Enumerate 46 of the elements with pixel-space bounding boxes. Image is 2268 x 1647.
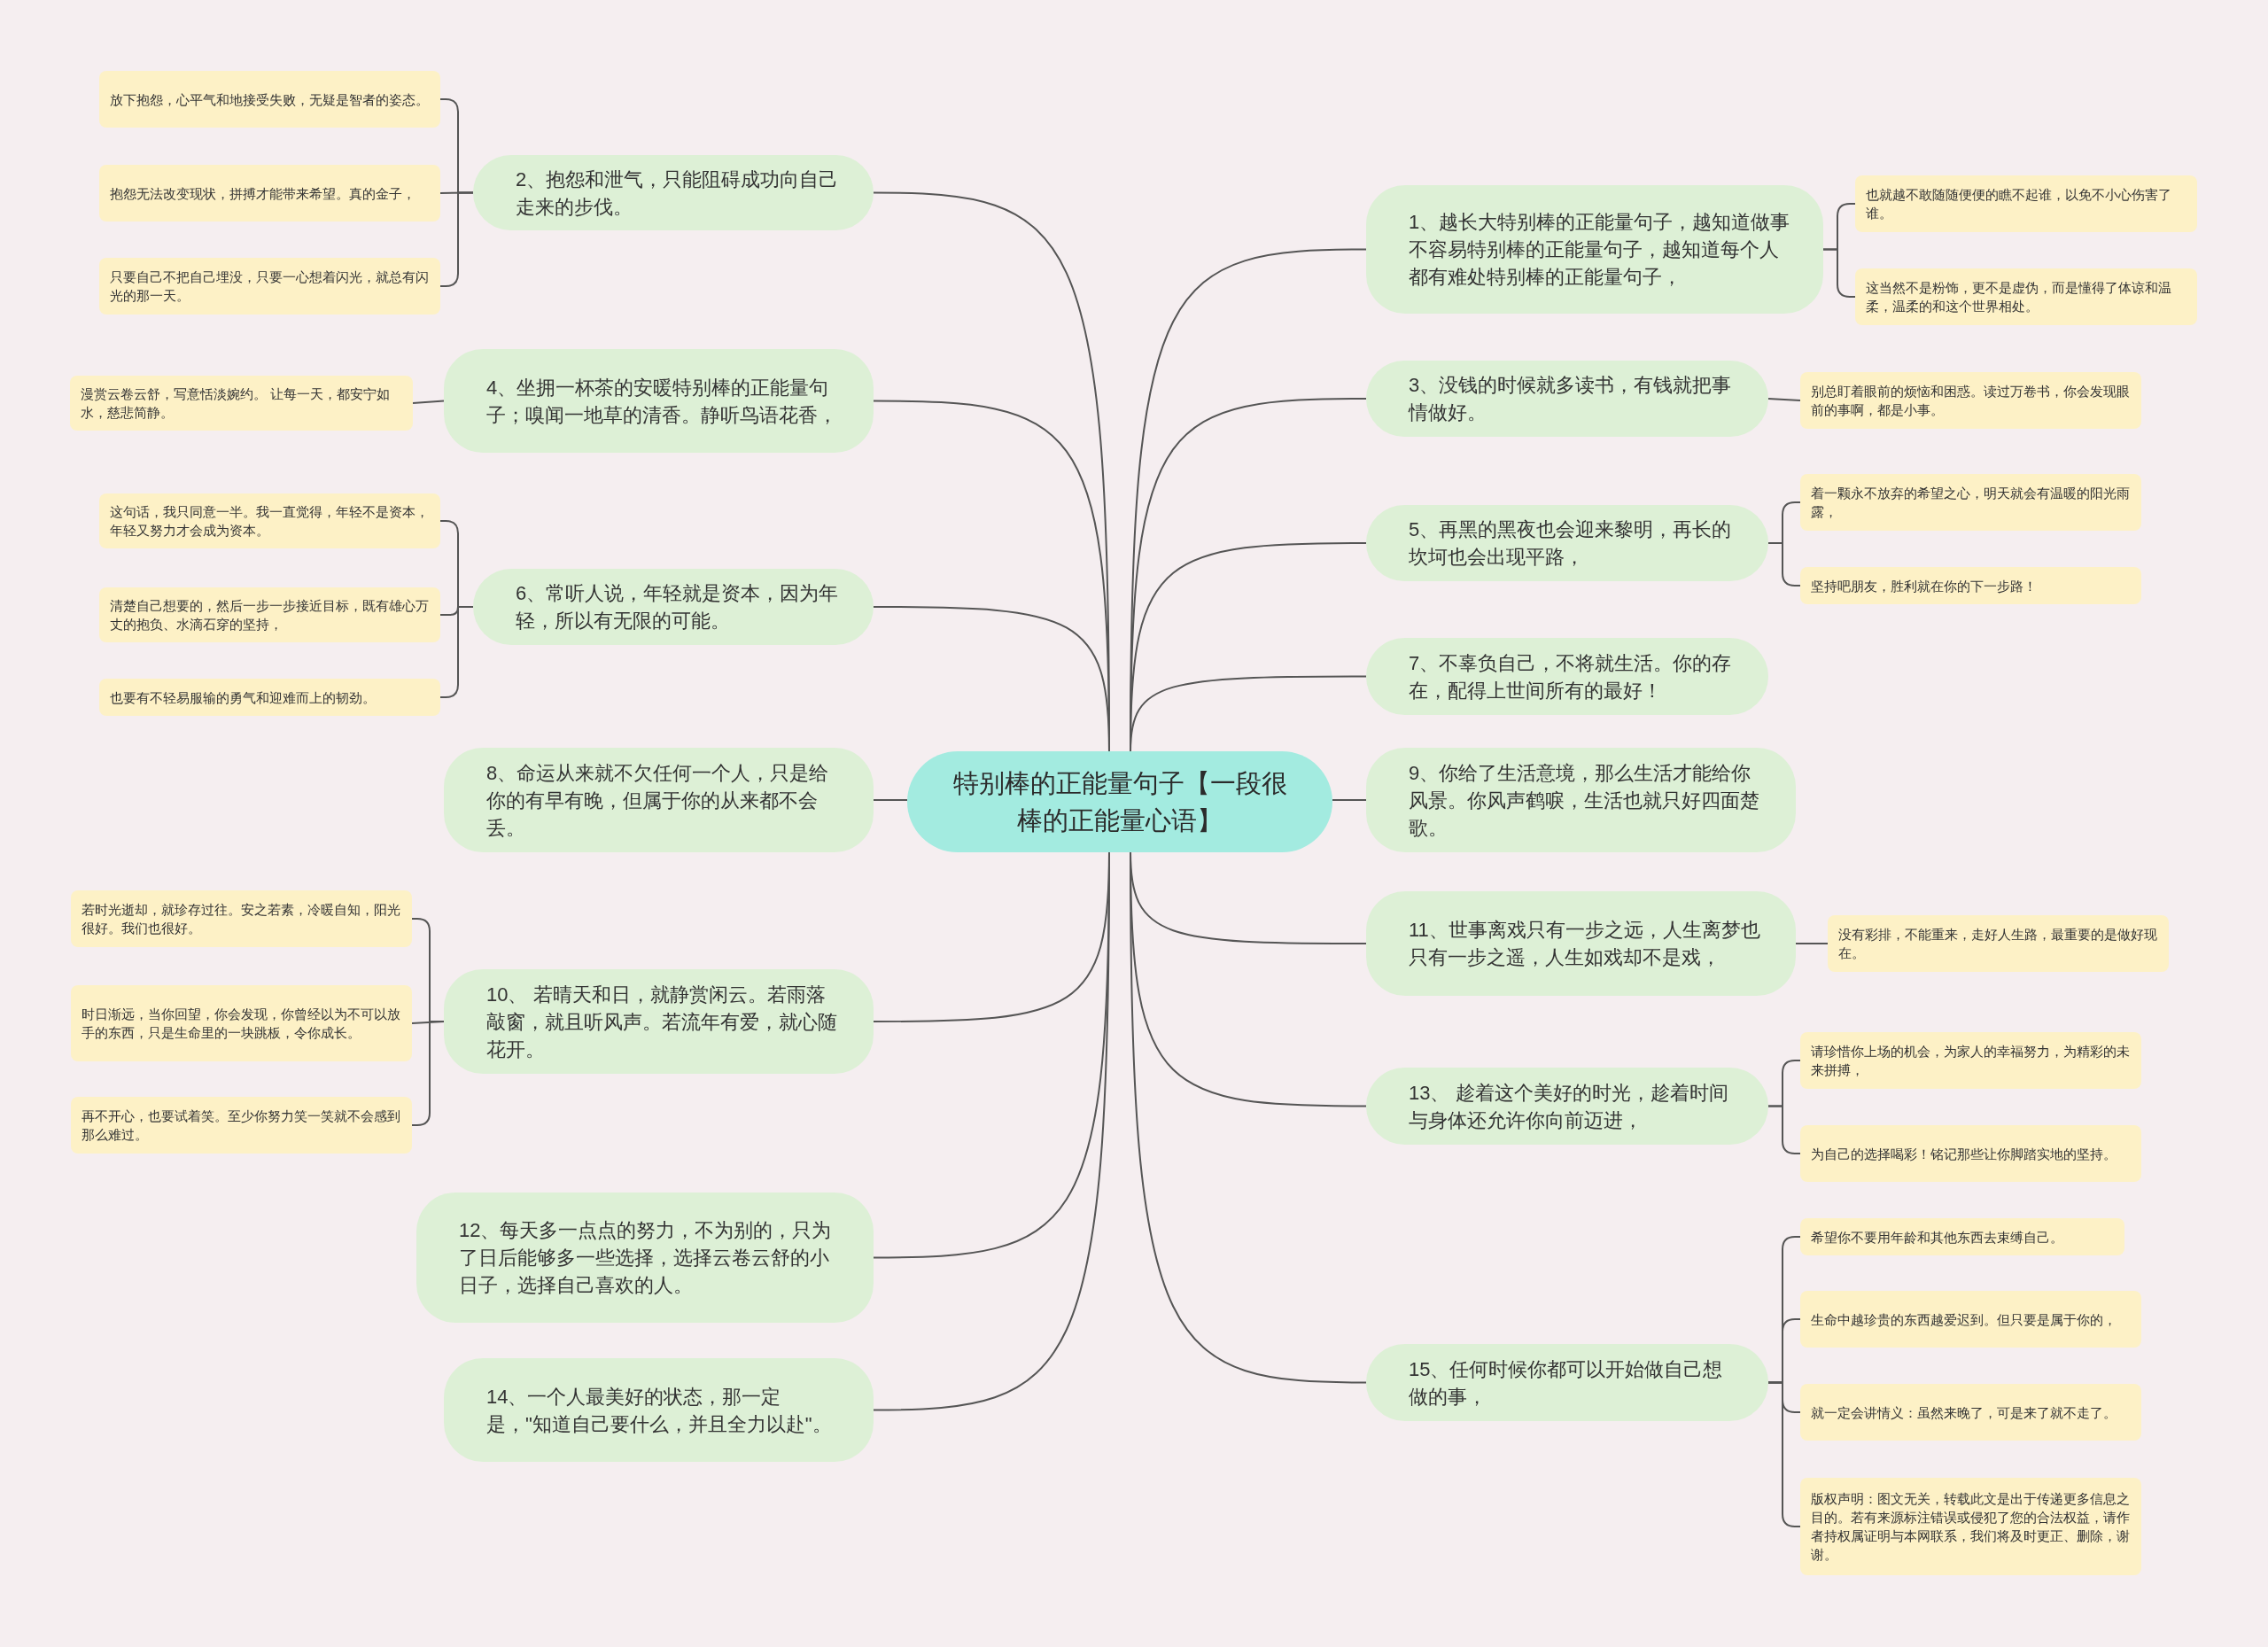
leaf-note: 版权声明：图文无关，转载此文是出于传递更多信息之目的。若有来源标注错误或侵犯了您的合法权益，请作者持权属证明与本网联系，我们将及时更正、删除，谢谢。 xyxy=(1800,1478,2141,1575)
connector-line xyxy=(873,799,908,801)
leaf-note: 也就越不敢随随便便的瞧不起谁，以免不小心伤害了谁。 xyxy=(1855,175,2197,232)
branch-topic: 10、 若晴天和日，就静赏闲云。若雨落敲窗，就且听风声。若流年有爱，就心随花开。 xyxy=(444,969,874,1074)
branch-topic: 4、坐拥一杯茶的安暖特别棒的正能量句子；嗅闻一地草的清香。静听鸟语花香， xyxy=(444,349,874,453)
connector-line xyxy=(873,606,1110,752)
connector-line xyxy=(1767,542,1801,587)
branch-topic: 12、每天多一点点的努力，不为别的，只为了日后能够多一些选择，选择云卷云舒的小日子，选择自己喜欢的人。 xyxy=(416,1193,874,1323)
branch-topic: 14、一个人最美好的状态，那一定是，"知道自己要什么，并且全力以赴"。 xyxy=(444,1358,874,1462)
leaf-note: 就一定会讲情义：虽然来晚了，可是来了就不走了。 xyxy=(1800,1384,2141,1441)
connector-line xyxy=(412,400,445,404)
leaf-note: 没有彩排，不能重来，走好人生路，最重要的是做好现在。 xyxy=(1828,915,2169,972)
leaf-note: 生命中越珍贵的东西越爱迟到。但只要是属于你的， xyxy=(1800,1291,2141,1348)
leaf-note: 放下抱怨，心平气和地接受失败，无疑是智者的姿态。 xyxy=(99,71,440,128)
central-topic: 特别棒的正能量句子【一段很棒的正能量心语】 xyxy=(907,751,1332,852)
leaf-note: 时日渐远，当你回望，你会发现，你曾经以为不可以放手的东西，只是生命里的一块跳板，令你成长。 xyxy=(71,985,412,1061)
branch-topic: 7、不辜负自己，不将就生活。你的存在，配得上世间所有的最好！ xyxy=(1366,638,1768,715)
leaf-note: 这句话，我只同意一半。我一直觉得，年轻不是资本，年轻又努力才会成为资本。 xyxy=(99,493,440,548)
branch-topic: 1、越长大特别棒的正能量句子，越知道做事不容易特别棒的正能量句子，越知道每个人都有难处特别棒的正能量句子， xyxy=(1366,185,1823,314)
branch-topic: 5、再黑的黑夜也会迎来黎明，再长的坎坷也会出现平路， xyxy=(1366,505,1768,581)
leaf-note: 清楚自己想要的，然后一步一步接近目标，既有雄心万丈的抱负、水滴石穿的坚持， xyxy=(99,587,440,642)
leaf-note: 这当然不是粉饰，更不是虚伪，而是懂得了体谅和温柔，温柔的和这个世界相处。 xyxy=(1855,268,2197,325)
branch-topic: 6、常听人说，年轻就是资本，因为年轻，所以有无限的可能。 xyxy=(473,569,874,645)
leaf-note: 请珍惜你上场的机会，为家人的幸福努力，为精彩的未来拼搏， xyxy=(1800,1032,2141,1089)
branch-topic: 2、抱怨和泄气，只能阻碍成功向自己走来的步伐。 xyxy=(473,155,874,230)
branch-topic: 8、命运从来就不欠任何一个人，只是给你的有早有晚，但属于你的从来都不会丢。 xyxy=(444,748,874,852)
leaf-note: 再不开心，也要试着笑。至少你努力笑一笑就不会感到那么难过。 xyxy=(71,1097,412,1154)
branch-topic: 3、没钱的时候就多读书，有钱就把事情做好。 xyxy=(1366,361,1768,437)
leaf-note: 坚持吧朋友，胜利就在你的下一步路！ xyxy=(1800,567,2141,604)
leaf-note: 只要自己不把自己埋没，只要一心想着闪光，就总有闪光的那一天。 xyxy=(99,258,440,315)
leaf-note: 抱怨无法改变现状，拼搏才能带来希望。真的金子， xyxy=(99,165,440,221)
leaf-note: 若时光逝却，就珍存过往。安之若素，冷暖自知，阳光很好。我们也很好。 xyxy=(71,890,412,947)
connector-line xyxy=(1130,675,1367,752)
leaf-note: 也要有不轻易服输的勇气和迎难而上的韧劲。 xyxy=(99,679,440,716)
branch-topic: 9、你给了生活意境，那么生活才能给你风景。你风声鹤唳，生活也就只好四面楚歌。 xyxy=(1366,748,1796,852)
branch-topic: 11、世事离戏只有一步之远，人生离梦也只有一步之遥，人生如戏却不是戏， xyxy=(1366,891,1796,996)
leaf-note: 着一颗永不放弃的希望之心，明天就会有温暖的阳光雨露， xyxy=(1800,474,2141,531)
branch-topic: 13、 趁着这个美好的时光，趁着时间与身体还允许你向前迈进， xyxy=(1366,1068,1768,1145)
branch-topic: 15、任何时候你都可以开始做自己想做的事， xyxy=(1366,1344,1768,1421)
connector-line xyxy=(1767,398,1801,401)
leaf-note: 为自己的选择喝彩！铭记那些让你脚踏实地的坚持。 xyxy=(1800,1125,2141,1182)
connector-line xyxy=(1332,799,1367,801)
leaf-note: 希望你不要用年龄和其他东西去束缚自己。 xyxy=(1800,1218,2124,1255)
leaf-note: 别总盯着眼前的烦恼和困惑。读过万卷书，你会发现眼前的事啊，都是小事。 xyxy=(1800,372,2141,429)
leaf-note: 漫赏云卷云舒，写意恬淡婉约。 让每一天，都安宁如水，慈悲简静。 xyxy=(70,376,413,431)
connector-line xyxy=(1795,943,1829,944)
